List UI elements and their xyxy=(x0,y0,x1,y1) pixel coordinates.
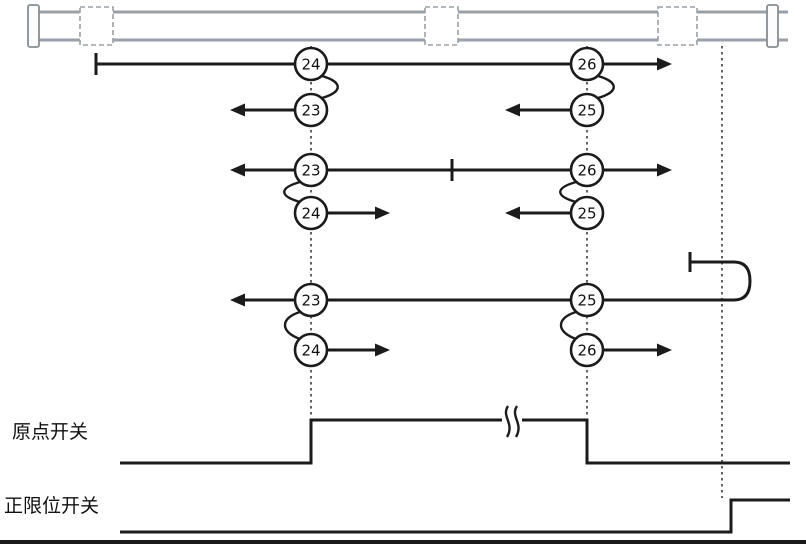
method-number: 26 xyxy=(577,56,596,74)
arrowhead-left-icon xyxy=(230,103,245,117)
scenario-start-left: 24 26 23 25 xyxy=(94,46,672,128)
method-marker: 26 xyxy=(569,46,605,82)
method-marker: 23 xyxy=(293,92,329,128)
method-number: 23 xyxy=(301,292,320,310)
scenario-start-middle: 23 26 24 25 xyxy=(230,152,672,231)
rail-cap-left xyxy=(27,4,40,48)
method-marker: 26 xyxy=(569,332,605,368)
method-marker: 23 xyxy=(293,152,329,188)
arrowhead-left-icon xyxy=(230,163,245,177)
method-marker: 25 xyxy=(569,282,605,318)
rail xyxy=(27,4,788,48)
method-number: 25 xyxy=(577,205,596,223)
method-marker: 25 xyxy=(569,92,605,128)
method-number: 24 xyxy=(301,342,320,360)
method-number: 24 xyxy=(301,56,320,74)
arrowhead-left-icon xyxy=(505,206,520,220)
arrowhead-right-icon xyxy=(657,343,672,357)
method-marker: 25 xyxy=(569,195,605,231)
reverse-hook xyxy=(597,74,615,100)
method-marker: 24 xyxy=(293,332,329,368)
method-number: 25 xyxy=(577,292,596,310)
method-marker: 24 xyxy=(293,195,329,231)
rail-cap-right xyxy=(766,4,779,48)
positive-limit-waveform xyxy=(120,498,790,534)
home-switch-label: 原点开关 xyxy=(12,421,88,443)
carriage-box-left xyxy=(79,6,114,46)
arrowhead-right-icon xyxy=(657,163,672,177)
reverse-hook xyxy=(321,74,339,100)
arrowhead-right-icon xyxy=(657,57,672,71)
method-marker: 23 xyxy=(293,282,329,318)
home-switch-signal: 原点开关 xyxy=(12,404,790,465)
figure-bottom-border xyxy=(0,540,806,544)
arrowhead-right-icon xyxy=(375,206,390,220)
method-number: 24 xyxy=(301,205,320,223)
waveform-break-icon xyxy=(504,405,511,438)
arrowhead-right-icon xyxy=(375,343,390,357)
reverse-hook xyxy=(559,180,577,204)
carriage-box-right xyxy=(657,6,698,46)
method-marker: 24 xyxy=(293,46,329,82)
waveform-break-icon xyxy=(513,405,520,438)
trace-limit-reversal xyxy=(243,260,752,302)
carriage-box-middle xyxy=(424,6,459,46)
reverse-hook xyxy=(283,180,301,204)
positive-limit-label: 正限位开关 xyxy=(4,495,99,517)
reverse-hook xyxy=(283,310,301,341)
positive-limit-signal: 正限位开关 xyxy=(4,495,790,534)
method-number: 23 xyxy=(301,102,320,120)
method-number: 26 xyxy=(577,162,596,180)
method-number: 25 xyxy=(577,102,596,120)
scenario-start-right: 23 25 24 26 xyxy=(230,252,752,368)
arrowhead-left-icon xyxy=(230,293,245,307)
arrowhead-left-icon xyxy=(505,103,520,117)
method-marker: 26 xyxy=(569,152,605,188)
method-number: 23 xyxy=(301,162,320,180)
home-switch-waveform xyxy=(120,418,790,465)
reverse-hook xyxy=(559,310,577,341)
method-number: 26 xyxy=(577,342,596,360)
